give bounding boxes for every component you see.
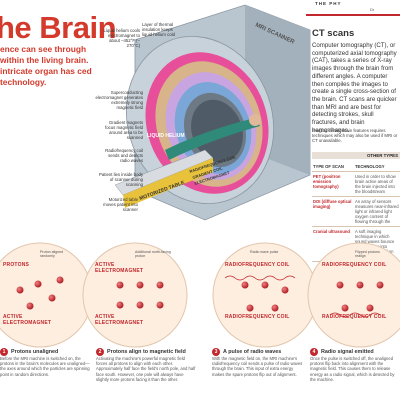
step3-bottom-label: RADIOFREQUENCY COIL [225, 314, 290, 320]
step1-bottom-label: ACTIVE ELECTROMAGNET [3, 314, 52, 326]
step2-annot: Additional north-facing proton [135, 250, 171, 259]
scan-desc: An array of sensors measures near-infrar… [354, 196, 400, 227]
intro-text: ence can see through within the living b… [0, 44, 92, 87]
scan-desc: Used in order to show brain active areas… [354, 171, 400, 197]
scan-types-table: TYPE OF SCAN TECHNOLOGY PET (positron em… [312, 162, 400, 262]
step-title: Protons align to magnetic field [107, 349, 186, 355]
step2-top-label: ACTIVE ELECTROMAGNET [95, 262, 144, 274]
step-4: 4 Radio signal emitted Once the pulse is… [310, 348, 400, 382]
page-title: he Brain [0, 10, 117, 45]
step-text: Once the pulse is switched off, the unal… [310, 356, 395, 382]
step-title: Radio signal emitted [321, 349, 374, 355]
section-sub: Dr [370, 7, 375, 12]
callout-insulation: Layer of thermal insulation keeps liquid… [142, 22, 175, 37]
helium-label: LIQUID HELIUM [147, 133, 185, 139]
ct-rule [306, 14, 400, 16]
table-row: PET (positron emission tomography) Used … [312, 171, 400, 197]
step-text: Before the MRI machine is switched on, t… [0, 356, 90, 377]
table-row: DOI (diffuse optical imaging) An array o… [312, 196, 400, 227]
step1-top-label: PROTONS [3, 262, 30, 268]
step4-bottom-label: RADIOFREQUENCY COIL [322, 314, 387, 320]
section-tag: THE PHY [315, 1, 342, 6]
step-text: With the magnetic field on, the MRI mach… [212, 356, 303, 377]
mri-scanner-illustration: MRI SCANNER LIQUID HELIUM RADIOFREQUENCY… [114, 4, 311, 221]
step-1: 1 Protons unaligned Before the MRI machi… [0, 348, 92, 377]
step-2: 2 Protons align to magnetic field Activa… [96, 348, 196, 382]
step-title: A pulse of radio waves [223, 349, 282, 355]
ct-title: CT scans [312, 28, 355, 39]
ct-text: Computer tomography (CT), or computerize… [312, 42, 397, 134]
step4-annot: Flipped protons realign [355, 250, 380, 259]
ct-caption: Imaging certain brain features requires … [312, 128, 398, 144]
step-number: 2 [96, 348, 104, 356]
col-technology: TECHNOLOGY [354, 162, 400, 172]
callout-table: Motorized table moves patient into scann… [103, 197, 138, 212]
step-text: Activating the machine's powerful magnet… [96, 356, 196, 382]
callout-rf-coil: Radiofrequency coil sends and detects ra… [105, 148, 143, 163]
step-title: Protons unaligned [11, 349, 59, 355]
step2-bottom-label: ACTIVE ELECTROMAGNET [95, 314, 144, 326]
step-number: 4 [310, 348, 318, 356]
other-types-header: OTHER TYPES [312, 152, 400, 159]
step3-annot: Radio wave pulse [250, 250, 279, 254]
step-number: 3 [212, 348, 220, 356]
step4-top-label: RADIOFREQUENCY COIL [322, 262, 387, 268]
callout-electromagnet: Superconducting electromagnet generates … [95, 90, 143, 110]
table-header-row: TYPE OF SCAN TECHNOLOGY [312, 162, 400, 172]
step1-annot: Proton aligned randomly [40, 250, 64, 259]
scan-type: PET (positron emission tomography) [312, 171, 354, 197]
step3-top-label: RADIOFREQUENCY COIL [225, 262, 290, 268]
step-3: 3 A pulse of radio waves With the magnet… [212, 348, 304, 377]
scan-type: DOI (diffuse optical imaging) [312, 196, 354, 227]
callout-helium: Liquid helium cools electromagnet to abo… [103, 28, 140, 48]
col-type: TYPE OF SCAN [312, 162, 354, 172]
callout-gradient: Gradient magnets focus magnetic field ar… [105, 120, 143, 140]
proton-steps-diagram [0, 242, 400, 348]
callout-patient: Patient lies inside body of scanner duri… [99, 172, 143, 187]
step-number: 1 [0, 348, 8, 356]
